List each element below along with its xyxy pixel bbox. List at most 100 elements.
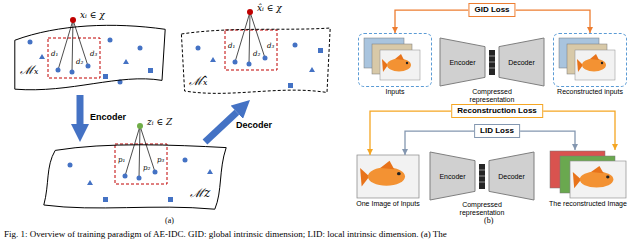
neighbourhood-box bbox=[225, 30, 277, 70]
image-panel: The reconstructed Image bbox=[548, 150, 628, 198]
node-label: Inputs bbox=[385, 88, 404, 96]
loss-connector bbox=[405, 131, 474, 155]
anchor-point bbox=[137, 123, 143, 129]
anchor-point bbox=[247, 9, 253, 15]
reconstructed-photos bbox=[559, 38, 615, 80]
code-strip bbox=[489, 50, 495, 75]
edge-label: Encoder bbox=[90, 112, 126, 122]
loss-connector bbox=[516, 10, 590, 33]
distance-line bbox=[250, 12, 265, 58]
neighbourhood bbox=[225, 9, 277, 70]
data-point bbox=[263, 56, 268, 61]
code-strip bbox=[489, 56, 495, 57]
data-point bbox=[28, 40, 33, 45]
distance-label: d₁ bbox=[51, 50, 58, 58]
data-point bbox=[87, 180, 93, 185]
photo bbox=[575, 50, 615, 80]
node-label: Decoder bbox=[508, 59, 534, 66]
scatter bbox=[28, 38, 154, 85]
loss-box: Reconstruction Loss bbox=[451, 104, 543, 118]
loss-connector bbox=[395, 10, 468, 33]
manifold-label: ℳₓ bbox=[20, 64, 38, 76]
data-point bbox=[39, 54, 45, 59]
data-point bbox=[309, 67, 315, 72]
distance-label: d₂ bbox=[253, 50, 260, 58]
code-strip bbox=[489, 68, 495, 69]
node-label: LID Loss bbox=[480, 126, 514, 136]
data-point bbox=[148, 68, 153, 73]
distance-line bbox=[140, 126, 155, 172]
loss-box: GID Loss bbox=[468, 3, 515, 17]
node-label: One Image of Inputs bbox=[356, 200, 419, 208]
distance-line bbox=[139, 126, 140, 178]
node-label: Encoder bbox=[439, 173, 465, 180]
loss-box: LID Loss bbox=[474, 124, 520, 138]
code-strip bbox=[479, 182, 485, 183]
scatter bbox=[68, 158, 214, 203]
code-label: Compressed representation bbox=[464, 88, 520, 103]
manifold-outline bbox=[175, 25, 335, 100]
data-point bbox=[168, 197, 173, 202]
code-strip bbox=[489, 62, 495, 63]
code-strip bbox=[479, 170, 485, 171]
trapezoid-outline bbox=[440, 38, 485, 86]
data-point bbox=[210, 57, 216, 62]
data-point bbox=[123, 59, 129, 64]
loss-connector bbox=[370, 111, 451, 155]
manifold-sheet: ℳ̂ₓ bbox=[175, 25, 335, 100]
panel-label: (a) bbox=[165, 216, 174, 225]
data-point bbox=[86, 64, 91, 69]
reconstructed-photo-stack bbox=[550, 151, 626, 198]
input-photo bbox=[357, 155, 419, 198]
image-group: Inputs bbox=[358, 33, 432, 87]
distance-line bbox=[72, 20, 73, 72]
code-label: Compressed representation bbox=[454, 201, 510, 216]
manifold-label: ℳz bbox=[190, 187, 210, 199]
data-point bbox=[288, 83, 293, 88]
distance-line bbox=[249, 12, 250, 64]
manifold-sheet: ℳz bbox=[40, 142, 230, 212]
decoder-block: Decoder bbox=[499, 38, 544, 86]
manifold-label: ℳ̂ₓ bbox=[189, 75, 207, 87]
distance-label: p₂ bbox=[143, 164, 150, 172]
data-point bbox=[293, 43, 298, 48]
data-point bbox=[247, 62, 252, 67]
data-point bbox=[68, 163, 73, 168]
data-point bbox=[318, 48, 323, 53]
distance-label: d₁ bbox=[228, 42, 235, 50]
point-label: zᵢ ∈ Z bbox=[147, 117, 172, 127]
manifold-sheet: ℳₓ bbox=[10, 22, 170, 95]
neighbourhood bbox=[115, 123, 167, 184]
node-label: Encoder bbox=[449, 59, 475, 66]
node-label: Reconstruction Loss bbox=[457, 106, 537, 116]
image-panel: One Image of Inputs bbox=[357, 155, 419, 198]
data-point bbox=[137, 176, 142, 181]
figure-caption: Fig. 1: Overview of training paradigm of… bbox=[4, 229, 636, 239]
data-point bbox=[183, 158, 188, 163]
manifold-outline bbox=[40, 142, 230, 212]
photo bbox=[357, 155, 419, 198]
block-arrow bbox=[77, 95, 84, 124]
trapezoid-outline bbox=[499, 38, 544, 86]
decoder-block: Decoder bbox=[489, 152, 534, 200]
neighbourhood-box bbox=[115, 144, 167, 184]
point-label: xᵢ ∈ χ bbox=[80, 10, 105, 20]
loss-connector bbox=[520, 131, 575, 150]
anchor-point bbox=[70, 17, 76, 23]
data-point bbox=[108, 38, 113, 43]
encoder-block: Encoder bbox=[440, 38, 485, 86]
image-group: Reconstructed inputs bbox=[553, 33, 627, 87]
node-label: Decoder bbox=[498, 173, 524, 180]
edge-label: Decoder bbox=[236, 120, 272, 130]
data-point bbox=[56, 68, 61, 73]
data-point bbox=[123, 174, 128, 179]
distance-label: p₃ bbox=[157, 156, 164, 164]
encoder-block: Encoder bbox=[430, 152, 475, 200]
photo bbox=[570, 161, 626, 198]
scatter bbox=[196, 43, 324, 89]
data-point bbox=[207, 169, 213, 174]
block-arrow bbox=[205, 112, 237, 142]
